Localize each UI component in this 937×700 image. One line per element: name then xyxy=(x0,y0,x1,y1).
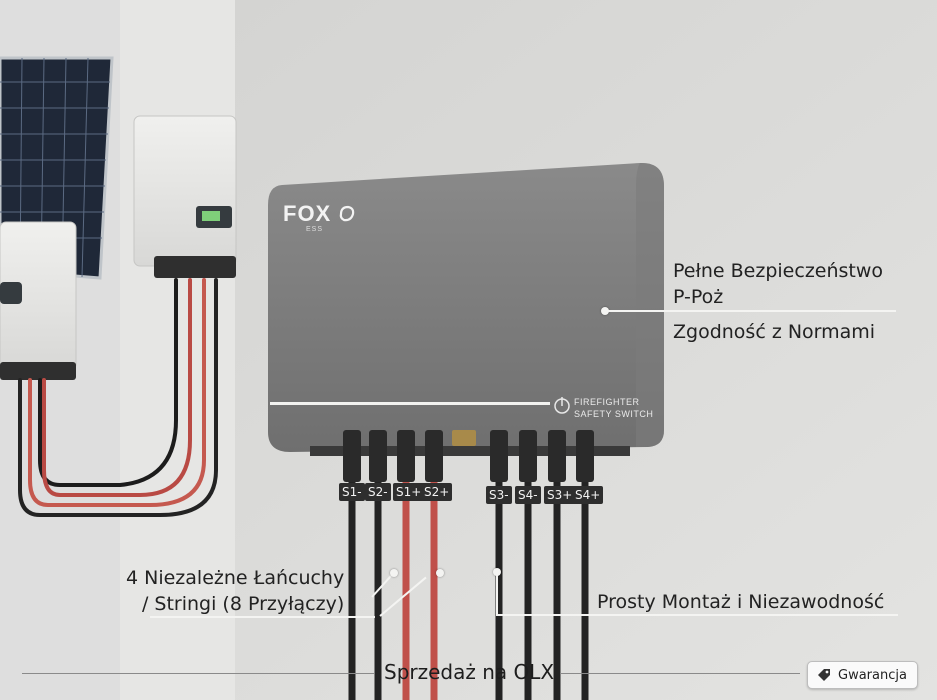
callout-dot-strings-2 xyxy=(436,569,444,577)
panel-label-line1: FIREFIGHTER xyxy=(574,397,640,407)
inverter-cables xyxy=(18,278,218,517)
callout-line-safety xyxy=(606,310,896,312)
port-label-s4-plus: S4+ xyxy=(572,486,604,504)
inverter-front xyxy=(0,221,77,380)
warranty-badge[interactable]: Gwarancja xyxy=(807,661,918,689)
callout-safety-line1: Pełne Bezpieczeństwo xyxy=(673,260,884,282)
callout-mounting: Prosty Montaż i Niezawodność xyxy=(597,591,885,613)
tag-icon xyxy=(818,669,830,681)
port-label-s1-plus: S1+ xyxy=(393,483,425,501)
warranty-badge-label: Gwarancja xyxy=(838,667,907,683)
footer-line-right xyxy=(560,673,800,674)
footer-text: Sprzedaż na OLX xyxy=(384,660,555,684)
callout-strings-line2: / Stringi (8 Przyłączy) xyxy=(141,593,345,615)
port-label-s3-plus: S3+ xyxy=(544,486,576,504)
callout-dot-strings-1 xyxy=(390,569,398,577)
callout-strings: 4 Niezależne Łańcuchy / Stringi (8 Przył… xyxy=(126,565,344,617)
callout-line-mounting-v xyxy=(496,572,498,616)
callout-strings-line1: 4 Niezależne Łańcuchy xyxy=(126,567,345,589)
panel-label: FIREFIGHTER SAFETY SWITCH xyxy=(574,396,653,420)
brand-logo: FOX xyxy=(283,201,356,227)
mc4-connectors xyxy=(343,430,594,482)
firefighter-switch-box xyxy=(268,162,664,456)
port-label-s4-minus: S4- xyxy=(515,486,541,504)
footer-line-left xyxy=(22,673,374,674)
port-label-s3-minus: S3- xyxy=(486,486,512,504)
callout-safety: Pełne Bezpieczeństwo P-Poż xyxy=(673,258,883,310)
callout-safety-line2: P-Poż xyxy=(673,286,724,308)
brand-sub: ESS xyxy=(306,226,324,233)
port-label-s2-minus: S2- xyxy=(365,483,391,501)
port-label-s2-plus: S2+ xyxy=(421,483,453,501)
callout-line-mounting-h xyxy=(496,614,898,616)
inverter-back xyxy=(133,115,237,278)
panel-label-line2: SAFETY SWITCH xyxy=(574,409,654,419)
callout-dot-safety xyxy=(601,307,609,315)
logo-mark-icon xyxy=(340,205,355,222)
port-label-s1-minus: S1- xyxy=(339,483,365,501)
callout-norms: Zgodność z Normami xyxy=(673,321,876,343)
callout-line-strings xyxy=(150,616,375,618)
